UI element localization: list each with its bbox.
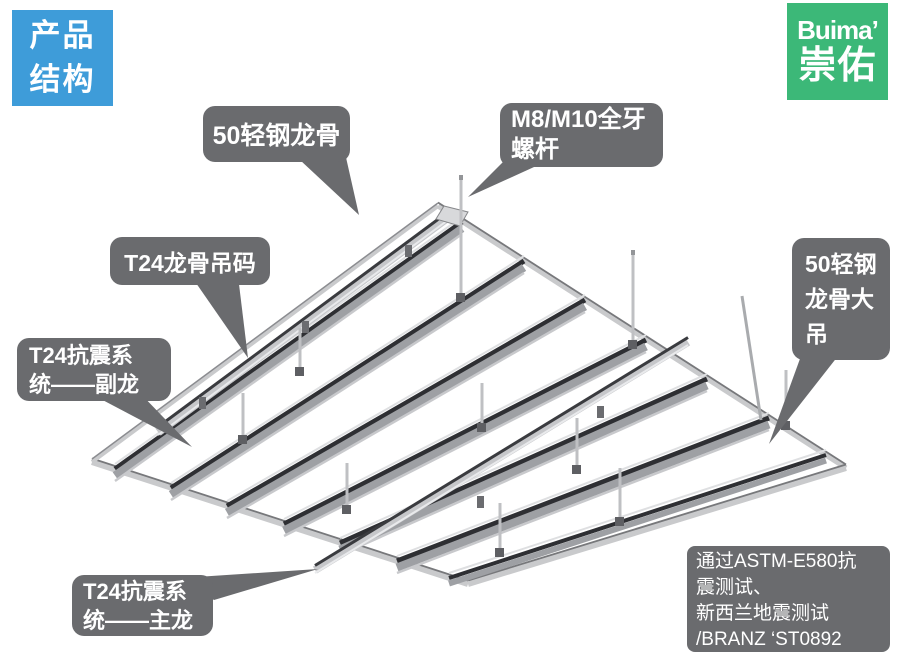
callout-t24-seismic-main-runner: T24抗震系 统——主龙 [72, 575, 213, 636]
certification-line: /BRANZ ‘ST0892 [696, 629, 842, 650]
callout-label-line: 50轻钢龙骨 [212, 122, 341, 150]
badge-line: 结构 [29, 62, 96, 97]
callout-tail [468, 162, 545, 197]
keel-clip [199, 397, 206, 409]
callout-tail [769, 356, 838, 444]
keel-clip [405, 245, 412, 257]
callout-t24-seismic-sub-runner: T24抗震系 统——副龙 [17, 338, 171, 401]
certification-note: 通过ASTM-E580抗 震测试、 新西兰地震测试 /BRANZ ‘ST0892 [687, 546, 890, 652]
brand-wordmark: Buima’ [797, 14, 879, 45]
carrying-channels [155, 205, 691, 574]
brand-logo: Buima’ 崇佑 [787, 3, 888, 100]
callout-tails [95, 153, 838, 600]
callout-label-line: T24抗震系 [83, 578, 187, 604]
callout-label-line: T24龙骨吊码 [124, 250, 256, 276]
keel-clip [597, 406, 604, 418]
badge-line: 产品 [29, 18, 96, 53]
threaded-rods [238, 175, 790, 557]
callout-tail [300, 153, 359, 215]
callout-t24-hanging-clip: T24龙骨吊码 [110, 237, 270, 285]
callout-50-steel-keel: 50轻钢龙骨 [203, 106, 350, 162]
brand-chinese-name: 崇佑 [798, 44, 877, 87]
callout-tail [196, 276, 248, 358]
callout-m8-m10-threaded-rod: M8/M10全牙 螺杆 [500, 103, 663, 167]
callout-tail [95, 391, 192, 447]
callout-tail [181, 569, 318, 600]
keel-clip [477, 496, 484, 508]
callout-label-line: 螺杆 [511, 136, 559, 163]
callout-label-line: 龙骨大 [805, 285, 874, 312]
certification-line: 通过ASTM-E580抗 [696, 551, 857, 572]
keel-clip [302, 321, 309, 333]
product-structure-badge: 产品 结构 [12, 10, 113, 106]
callout-label-line: 统——主龙 [83, 607, 194, 633]
callout-label-line: T24抗震系 [29, 342, 133, 368]
callout-label-line: 统——副龙 [29, 371, 140, 397]
callout-label-line: M8/M10全牙 [511, 106, 646, 133]
callout-label-line: 吊 [805, 320, 828, 347]
callout-label-line: 50轻钢 [805, 250, 877, 277]
seismic-brace-rod [740, 295, 763, 421]
certification-line: 震测试、 [696, 577, 773, 598]
certification-line: 新西兰地震测试 [696, 603, 830, 624]
callout-50-keel-big-hanger: 50轻钢 龙骨大 吊 [792, 238, 890, 360]
